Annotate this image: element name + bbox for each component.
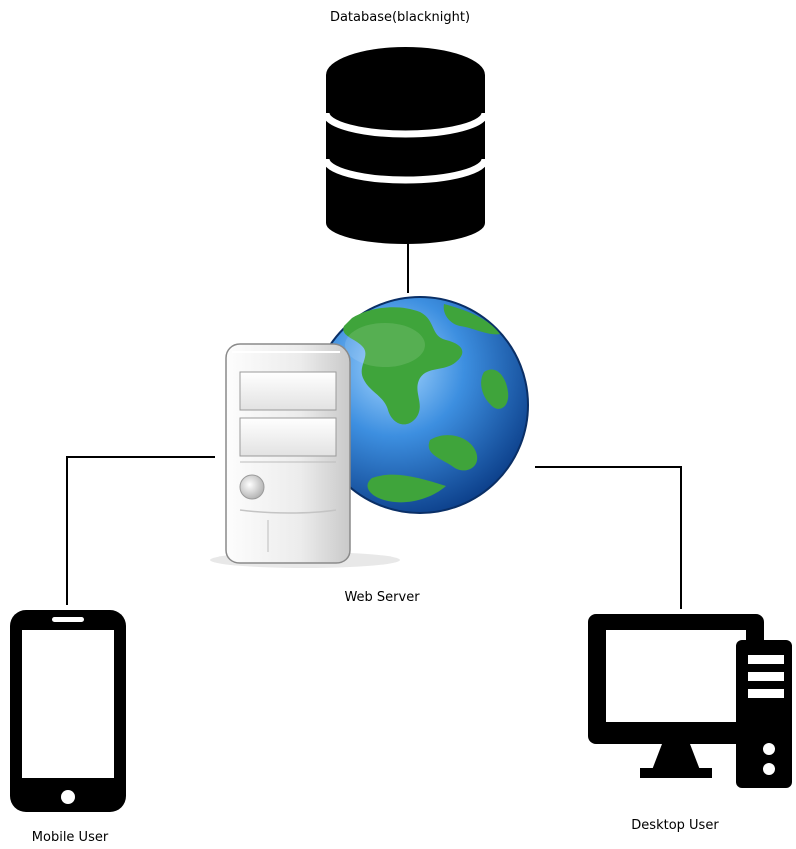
web-server-globe-icon (210, 296, 529, 568)
server-tower-icon (225, 343, 351, 564)
mobile-user-label: Mobile User (31, 830, 109, 845)
connector-webserver-mobile (66, 456, 215, 605)
desktop-user-label: Desktop User (631, 818, 719, 833)
globe-icon (311, 296, 529, 514)
web-server-label: Web Server (344, 590, 420, 605)
desktop-computer-icon (588, 614, 792, 788)
smartphone-icon (10, 610, 126, 812)
connector-webserver-desktop (535, 466, 682, 609)
database-label: Database(blacknight) (329, 10, 471, 25)
database-icon (322, 47, 489, 244)
